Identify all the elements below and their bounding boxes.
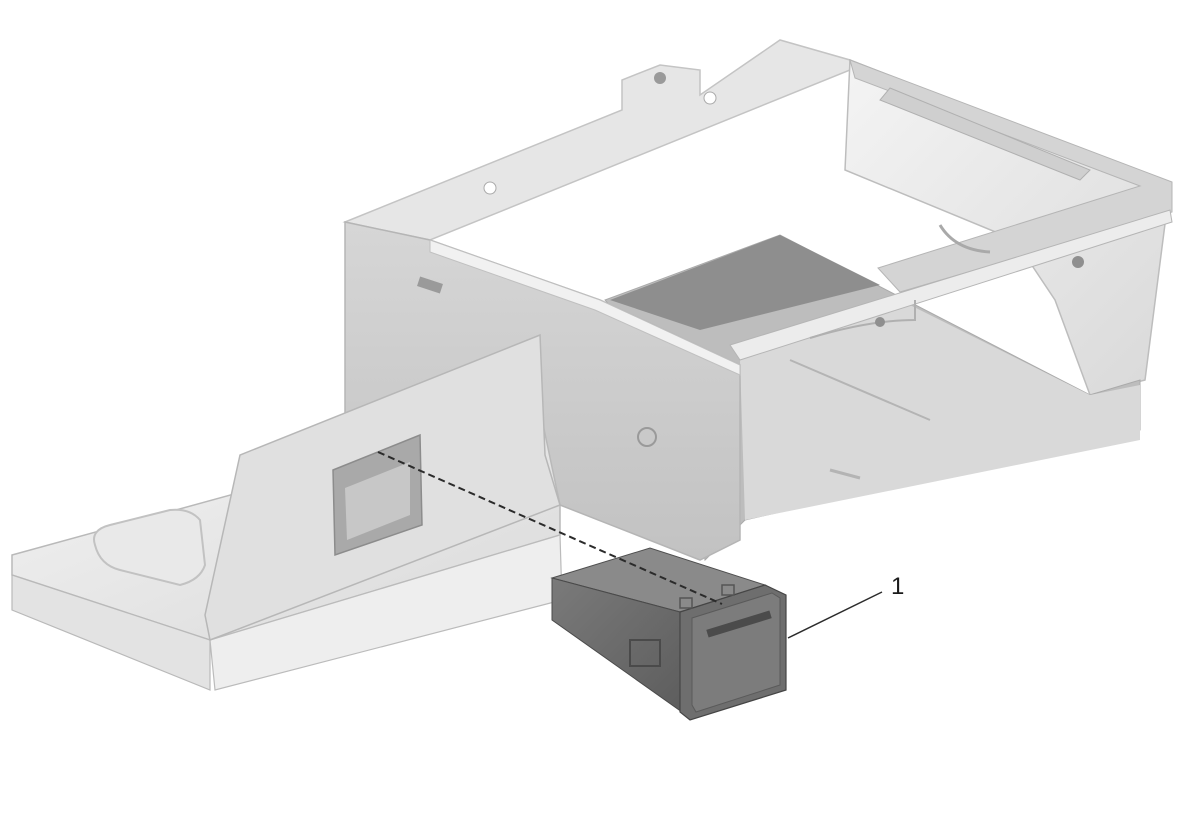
- callout-leader-line: [787, 591, 883, 639]
- tray-opening-inner: [345, 462, 410, 540]
- bracket-slot: [879, 87, 1091, 181]
- bracket-rail-notch: [809, 300, 916, 339]
- connector-pin-marker: [721, 584, 735, 596]
- connector-pin-marker: [679, 597, 693, 609]
- connector-face-rim: [691, 592, 781, 713]
- bracket-slot: [417, 276, 443, 294]
- connector-slot: [706, 610, 772, 638]
- bracket-hole: [703, 91, 717, 105]
- bracket-hole: [875, 317, 885, 327]
- connector-latch: [629, 639, 661, 667]
- floor-rib: [829, 468, 861, 480]
- bracket-floor-shade: [610, 235, 880, 330]
- front-tray: [11, 333, 563, 691]
- bracket-notch: [938, 224, 991, 254]
- tray-front-lip: [11, 574, 211, 691]
- tray-recess: [93, 508, 207, 587]
- bracket-hole: [637, 427, 657, 447]
- connector-module: [550, 547, 787, 721]
- installation-path-line: [377, 451, 723, 605]
- bracket-hole: [483, 181, 497, 195]
- bracket-top-flange: [342, 39, 851, 241]
- bracket-cross-rail: [729, 209, 1173, 361]
- bracket-inner-panel: [429, 239, 741, 376]
- callout-label-1: 1: [891, 573, 904, 600]
- bracket-hole: [654, 72, 666, 84]
- floor-rib: [789, 359, 931, 421]
- bracket-hole: [1072, 256, 1084, 268]
- bracket-floor-light: [740, 300, 1140, 520]
